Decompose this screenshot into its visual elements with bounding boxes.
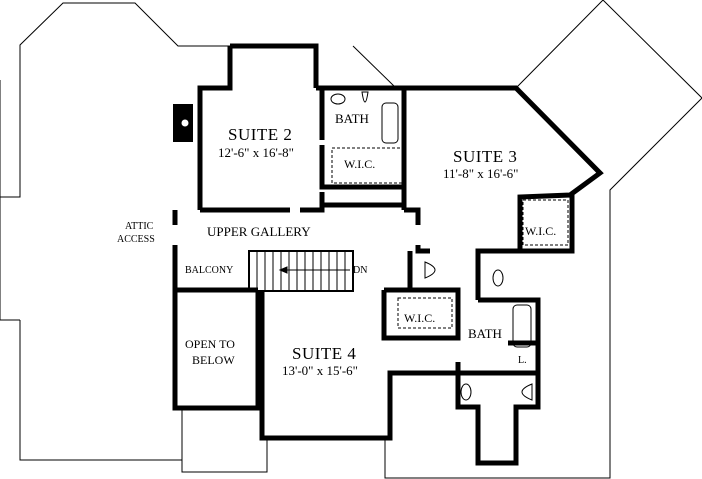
attic-line1: ATTIC [125,221,154,232]
attic-line2: ACCESS [117,234,155,245]
suite3-label: SUITE 3 [453,147,518,166]
bath-top-label: BATH [335,111,369,126]
stair [248,250,354,292]
suite2-label: SUITE 2 [228,125,293,144]
suite2-dims: 12'-6" x 16'-8" [218,145,294,160]
linen-label: L. [518,355,527,366]
open-below-line1: OPEN TO [185,337,235,351]
wic-suite4-label: W.I.C. [404,311,436,325]
wic-suite2-label: W.I.C. [344,157,376,171]
suite3-dims: 11'-8" x 16'-6" [443,166,519,181]
stair-dn-label: DN [353,265,368,276]
walls [172,43,604,466]
bath-right-label: BATH [468,326,502,341]
balcony-label: BALCONY [185,265,234,276]
suite4-label: SUITE 4 [292,344,357,363]
fixtures [330,91,569,401]
wic-suite3-label: W.I.C. [525,224,557,238]
upper-gallery-label: UPPER GALLERY [207,224,311,239]
suite4-dims: 13'-0" x 15'-6" [282,363,358,378]
open-below-line2: BELOW [192,353,235,367]
